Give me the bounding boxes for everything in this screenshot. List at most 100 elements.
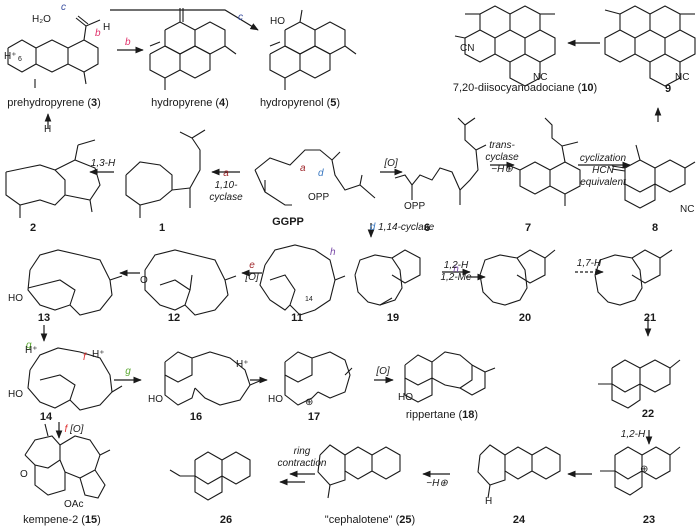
atom-plus-17: ⊕ [305, 397, 314, 408]
structure-14 [27, 347, 123, 411]
label-compound-21: 21 [643, 312, 657, 324]
structure-3 [7, 15, 101, 88]
label-compound-1: 1 [158, 222, 166, 234]
structure-21 [594, 249, 673, 306]
atom-oac-15: OAc [64, 499, 84, 510]
structure-2 [5, 139, 101, 218]
structure-17 [284, 351, 353, 406]
structure-24 [477, 444, 561, 499]
condition-1-3-H: 1,3-H [90, 158, 116, 169]
atom-opp-GGPP: OPP [308, 192, 330, 203]
label-compound-19: 19 [386, 312, 400, 324]
atom-h-24: H [485, 496, 493, 507]
condition-minus-H: −H⊕ [426, 478, 448, 489]
atom-hplus-14a: H⁺ [25, 345, 38, 356]
atom-ho-16: HO [148, 394, 163, 405]
condition-1-2-H: 1,2-H [620, 429, 646, 440]
condition-1-14-cyclase: d 1,14-cyclase [369, 222, 435, 233]
label-compound-5: hydropyrenol (5) [259, 97, 341, 109]
condition-pathway-h: h [453, 264, 459, 275]
label-compound-GGPP: GGPP [272, 216, 304, 228]
condition-trans-cyclase: trans-cyclase−H⊕ [485, 140, 519, 175]
pathway-a-label: a [300, 163, 306, 174]
label-compound-24: 24 [512, 514, 526, 526]
label-compound-11: 11 [291, 312, 303, 324]
label-compound-6: 6 [423, 222, 431, 234]
label-compound-7: 7 [524, 222, 532, 234]
atom-ho-17: HO [268, 394, 283, 405]
condition-epoxidation: e[O] [245, 260, 259, 283]
structure-15 [24, 423, 111, 499]
atom-o-12: O [140, 275, 148, 286]
structure-9 [604, 5, 696, 87]
structure-8 [611, 144, 696, 209]
pathway-f-label: f [83, 352, 86, 363]
pathway-b-label: b [95, 28, 101, 39]
atom-fourteen-11: 14 [305, 296, 313, 303]
structure-26 [169, 451, 251, 501]
atom-plus-23: ⊕ [640, 464, 649, 475]
structure-GGPP [254, 149, 376, 206]
label-compound-14: 14 [39, 411, 53, 423]
atom-ho-13: HO [8, 293, 23, 304]
condition-oxidation-15: f [O] [64, 424, 84, 435]
label-compound-2: 2 [29, 222, 37, 234]
atom-ho-5: HO [270, 16, 285, 27]
label-compound-23: 23 [642, 514, 656, 526]
label-compound-16: 16 [189, 411, 203, 423]
condition-oxidation-18: [O] [376, 366, 390, 377]
structure-5 [269, 9, 357, 90]
structure-20 [479, 249, 556, 306]
pathway-d-label: d [318, 168, 324, 179]
pathway-c-arrow-label: c [238, 12, 243, 23]
label-compound-12: 12 [167, 312, 181, 324]
structure-13 [27, 249, 123, 316]
structure-18 [404, 351, 496, 403]
structure-10 [454, 5, 556, 87]
pathway-g-label: g [26, 340, 32, 351]
atom-ho-14: HO [8, 389, 23, 400]
pathway-b-arrow-label: b [125, 37, 131, 48]
structure-11 [259, 244, 346, 316]
label-compound-3: prehydropyrene (3) [7, 97, 101, 109]
label-compound-15: kempene-2 (15) [23, 514, 101, 526]
condition-pathway-g: g [125, 366, 131, 377]
structure-16 [164, 351, 263, 406]
atom-h-arrow: H [44, 124, 52, 135]
atom-cn-10: CN [460, 43, 475, 54]
label-compound-22: 22 [641, 408, 655, 420]
structure-1 [125, 129, 206, 218]
label-compound-4: hydropyrene (4) [151, 97, 229, 109]
structure-6 [394, 117, 487, 205]
condition-oxidation-6: [O] [384, 158, 398, 169]
label-compound-10: 7,20-diisocyanoadociane (10) [452, 82, 598, 94]
atom-nc-8: NC [680, 204, 695, 215]
atom-hplus-16: H⁺ [236, 359, 249, 370]
structure-22 [598, 359, 681, 409]
pathway-c-label: c [61, 2, 66, 13]
condition-1-7-H: 1,7-H [576, 258, 602, 269]
label-compound-17: 17 [307, 411, 321, 423]
label-compound-20: 20 [518, 312, 532, 324]
atom-nc-10: NC [533, 72, 548, 83]
structure-4 [149, 8, 237, 90]
label-compound-9: 9 [664, 83, 672, 95]
arrow-3-to-5 [110, 9, 259, 31]
structure-19 [354, 249, 421, 306]
atom-hplus-14b: H⁺ [92, 349, 105, 360]
atom-h2o: H₂O [32, 14, 51, 25]
structure-23 [600, 446, 681, 496]
label-compound-25: "cephalotene" (25) [324, 514, 416, 526]
label-compound-26: 26 [219, 514, 233, 526]
atom-nc-9: NC [675, 72, 690, 83]
atom-ho-18: HO [398, 392, 413, 403]
pathway-h-label: h [330, 247, 336, 258]
atom-hplus-3: H⁺ [4, 51, 17, 62]
atom-h-3: H [103, 22, 111, 33]
atom-opp-6: OPP [404, 201, 426, 212]
label-compound-18: rippertane (18) [405, 409, 479, 421]
